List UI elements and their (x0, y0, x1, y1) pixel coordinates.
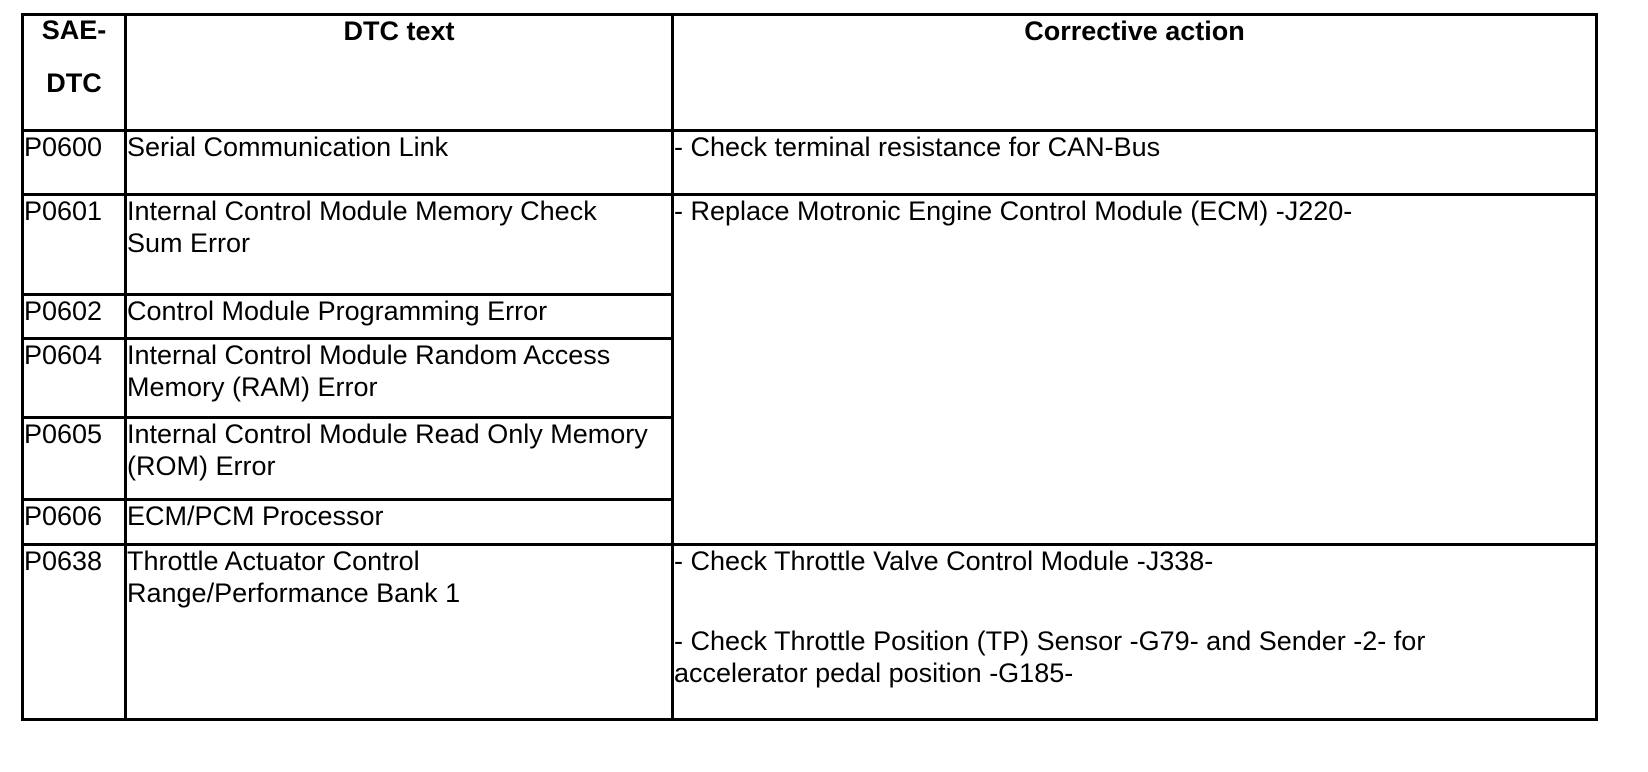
cell-corrective-action: - Check terminal resistance for CAN-Bus (671, 129, 1598, 196)
cell-dtc-code: P0638 (21, 543, 127, 721)
corrective-action-line: - Check Throttle Valve Control Module -J… (674, 546, 1214, 576)
cell-dtc-code: P0604 (21, 337, 127, 419)
dtc-text-line: Range/Performance Bank 1 (127, 577, 461, 608)
corrective-action-paragraph: - Check Throttle Position (TP) Sensor -G… (674, 626, 1595, 690)
dtc-table: SAE- DTC DTC text Corrective action P060… (21, 13, 1598, 721)
cell-corrective-action-merged: - Replace Motronic Engine Control Module… (671, 193, 1598, 546)
corrective-action-paragraph: - Check terminal resistance for CAN-Bus (674, 132, 1595, 164)
dtc-text-line: Sum Error (127, 227, 251, 258)
cell-dtc-code: P0602 (21, 293, 127, 340)
header-row: SAE- DTC DTC text Corrective action (21, 13, 1598, 132)
column-header-sae-dtc-line1: SAE- (41, 15, 107, 45)
cell-dtc-text: Control Module Programming Error (124, 293, 674, 340)
column-header-dtc-text: DTC text (124, 13, 674, 132)
corrective-action-line: - Check Throttle Position (TP) Sensor -G… (674, 625, 1426, 656)
cell-dtc-text: Internal Control Module Read Only Memory… (124, 416, 674, 501)
dtc-text-line: ECM/PCM Processor (127, 501, 384, 531)
table-header: SAE- DTC DTC text Corrective action (21, 13, 1598, 132)
cell-dtc-text: Internal Control Module Memory Check Sum… (124, 193, 674, 296)
dtc-text-line: Memory (RAM) Error (127, 371, 378, 402)
column-header-corrective-action: Corrective action (671, 13, 1598, 132)
dtc-text-line: Internal Control Module Read Only Memory (127, 419, 648, 449)
cell-dtc-text: ECM/PCM Processor (124, 498, 674, 546)
cell-dtc-text: Throttle Actuator Control Range/Performa… (124, 543, 674, 721)
corrective-action-paragraph: - Replace Motronic Engine Control Module… (674, 196, 1595, 228)
corrective-action-line: accelerator pedal position -G185- (674, 657, 1074, 688)
cell-dtc-code: P0601 (21, 193, 127, 296)
table-row: P0638 Throttle Actuator Control Range/Pe… (21, 543, 1598, 721)
cell-dtc-text: Internal Control Module Random Access Me… (124, 337, 674, 419)
table-body: P0600 Serial Communication Link - Check … (21, 129, 1598, 721)
dtc-text-line: Internal Control Module Memory Check (127, 196, 597, 226)
column-header-sae-dtc: SAE- DTC (21, 13, 127, 132)
table-row: P0602 Control Module Programming Error (21, 293, 1597, 340)
cell-dtc-code: P0605 (21, 416, 127, 501)
column-header-sae-dtc-line2: DTC (46, 68, 102, 99)
corrective-action-line: - Check terminal resistance for CAN-Bus (674, 132, 1161, 162)
table-row: P0600 Serial Communication Link - Check … (21, 129, 1598, 196)
table-row: P0604 Internal Control Module Random Acc… (21, 337, 1597, 419)
table-row: P0601 Internal Control Module Memory Che… (21, 193, 1598, 546)
dtc-text-line: (ROM) Error (127, 450, 276, 481)
corrective-action-paragraph: - Check Throttle Valve Control Module -J… (674, 546, 1595, 578)
dtc-text-line: Throttle Actuator Control (127, 546, 420, 576)
cell-dtc-code: P0606 (21, 498, 127, 546)
table-row: P0606 ECM/PCM Processor (21, 498, 1597, 546)
cell-corrective-action: - Check Throttle Valve Control Module -J… (671, 543, 1598, 721)
dtc-text-line: Internal Control Module Random Access (127, 340, 611, 370)
table-row: P0605 Internal Control Module Read Only … (21, 416, 1597, 501)
corrective-action-line: - Replace Motronic Engine Control Module… (674, 196, 1353, 226)
cell-dtc-text: Serial Communication Link (124, 129, 674, 196)
dtc-text-line: Serial Communication Link (127, 132, 449, 162)
dtc-text-line: Control Module Programming Error (127, 296, 548, 326)
cell-dtc-code: P0600 (21, 129, 127, 196)
